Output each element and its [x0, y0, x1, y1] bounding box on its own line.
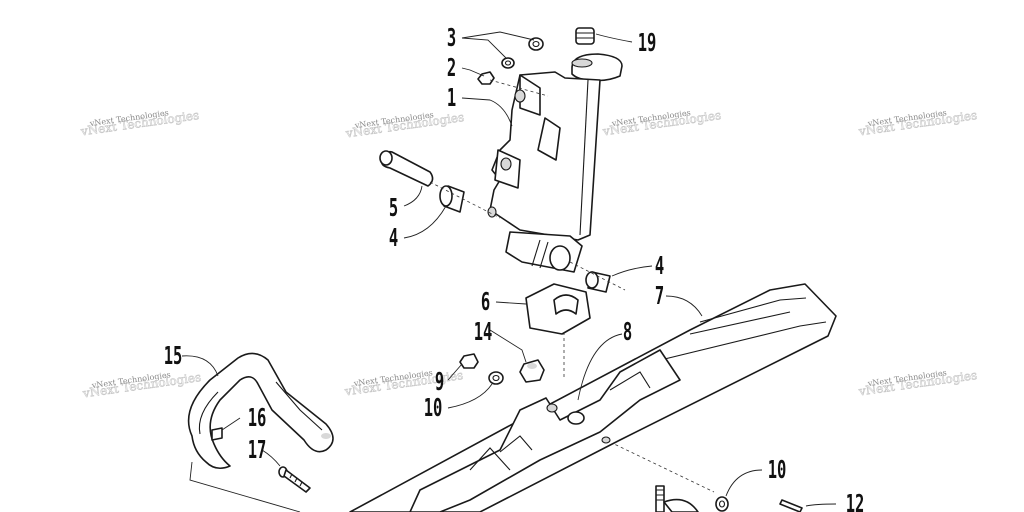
part-lock-nut [519, 359, 545, 383]
part-ski-handle [187, 352, 334, 470]
callout-3: 3 [447, 23, 456, 52]
part-washer-bottom [715, 496, 729, 512]
watermark-3: vNext Technologies vNext Technologies [601, 108, 723, 139]
part-nut-small [459, 353, 479, 369]
callout-10-middle: 10 [424, 393, 443, 422]
callout-16: 16 [248, 403, 267, 432]
callout-9: 9 [435, 367, 444, 396]
part-screw [278, 466, 311, 493]
watermark-8: vNext Technologies vNext Technologies [857, 368, 979, 399]
part-spindle [487, 71, 601, 273]
callout-14: 14 [474, 317, 493, 346]
part-bushing-right [585, 271, 611, 293]
callout-6: 6 [481, 287, 490, 316]
part-small-nut [477, 71, 495, 85]
part-pin [779, 499, 803, 512]
leader-lines [181, 31, 837, 512]
callout-8: 8 [623, 317, 632, 346]
part-rivet [211, 427, 223, 441]
callout-2: 2 [447, 53, 456, 82]
callout-17: 17 [248, 435, 267, 464]
callout-15: 15 [164, 341, 183, 370]
watermark-5: vNext Technologies vNext Technologies [81, 370, 203, 401]
callout-7: 7 [655, 281, 664, 310]
callout-12: 12 [846, 489, 865, 512]
part-sleeve [379, 150, 434, 187]
callout-1: 1 [447, 83, 456, 112]
part-ski [349, 283, 837, 512]
callout-4-left: 4 [389, 223, 398, 252]
part-washer-top-left [501, 57, 515, 69]
callout-4-right: 4 [655, 251, 664, 280]
watermark-4: vNext Technologies vNext Technologies [857, 108, 979, 139]
part-stud [655, 485, 699, 512]
callout-labels: 3 2 1 19 5 4 4 7 6 14 8 9 10 15 16 17 10… [164, 23, 865, 512]
watermark-1: vNext Technologies vNext Technologies [79, 108, 201, 139]
part-rubber-block [525, 283, 591, 335]
part-bushing-left [439, 185, 465, 213]
callout-19: 19 [638, 28, 657, 57]
callout-5: 5 [389, 193, 398, 222]
callout-10-bottom: 10 [768, 455, 787, 484]
part-washer-top-right [528, 37, 544, 51]
watermark-6: vNext Technologies vNext Technologies [343, 368, 465, 399]
part-cap [571, 27, 623, 82]
part-washer-middle [488, 371, 504, 385]
